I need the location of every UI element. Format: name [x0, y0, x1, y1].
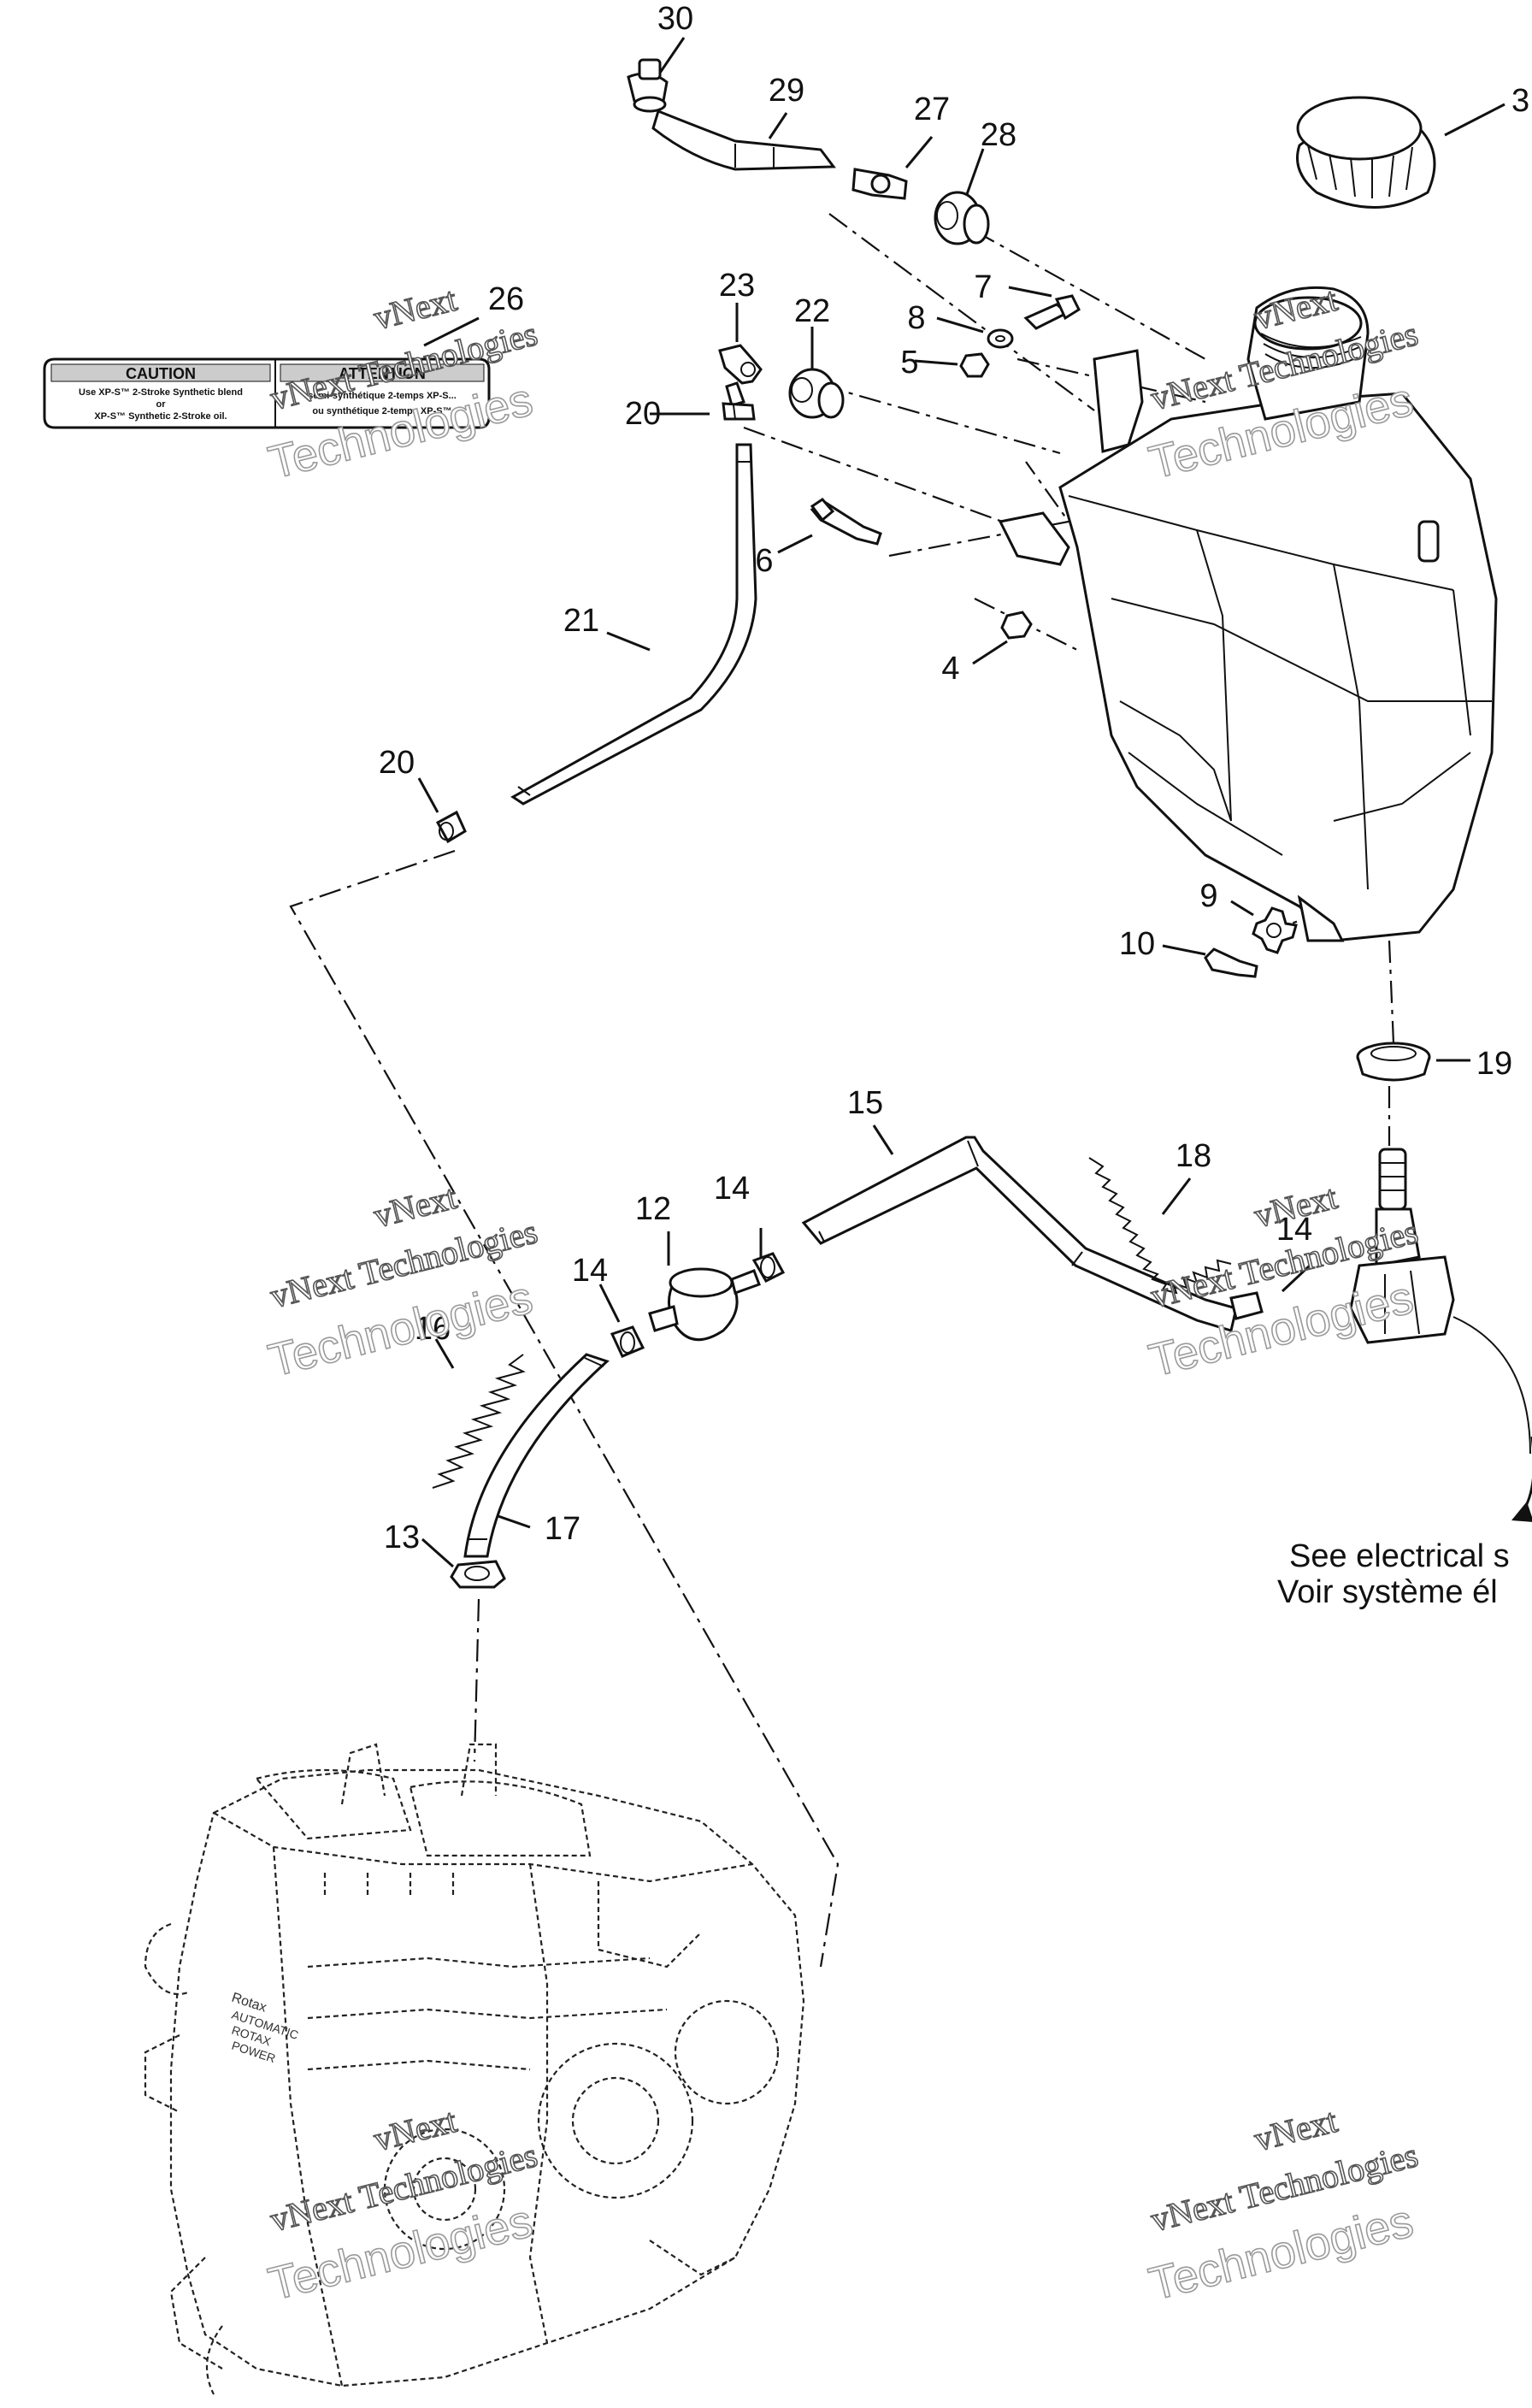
hose-part-21	[510, 443, 757, 806]
decal-right-line1: semi-synthétique 2-temps XP-S...	[308, 391, 457, 401]
filler-cap-part-3	[1296, 96, 1436, 209]
decal-left-line3: XP-S™ Synthetic 2-Stroke oil.	[94, 411, 227, 422]
callout-22: 22	[794, 293, 830, 329]
callout-14-middle: 14	[714, 1171, 750, 1207]
decal-right-title: ATTENTION	[339, 365, 426, 382]
electrical-note-line1: See electrical s	[1289, 1538, 1510, 1574]
clamp-part-14-middle	[751, 1252, 786, 1283]
engine-assembly: Rotax AUTOMATIC ROTAX POWER	[144, 1743, 805, 2395]
callout-20-lower: 20	[379, 745, 415, 781]
clamp-part-13	[450, 1560, 506, 1589]
oil-tank	[998, 286, 1498, 942]
watermark-3-brand: vNext	[370, 1177, 461, 1235]
callout-30: 30	[657, 1, 693, 37]
callout-23: 23	[719, 268, 755, 304]
clamp-part-14-right	[1229, 1291, 1264, 1320]
grommet-part-19	[1356, 1042, 1431, 1082]
watermark-5-brand: vNext	[370, 2101, 461, 2158]
check-valve-part-30	[627, 58, 669, 113]
callout-3: 3	[1511, 83, 1529, 119]
callout-16: 16	[415, 1311, 451, 1347]
callout-15: 15	[847, 1085, 883, 1121]
callout-6: 6	[755, 543, 773, 579]
hose-part-17	[463, 1353, 610, 1558]
elbow-fitting-part-23	[718, 344, 763, 407]
callout-26: 26	[488, 281, 524, 317]
clamp-part-20-upper	[722, 402, 756, 421]
decal-left-line2: or	[156, 399, 167, 410]
fitting-part-27	[851, 168, 908, 200]
callout-9: 9	[1199, 878, 1217, 914]
watermark-3: vNext vNext Technologies Technologies	[263, 1177, 542, 1387]
grommet-part-22	[788, 368, 845, 419]
hose-part-29	[651, 109, 836, 171]
callout-17: 17	[545, 1511, 580, 1547]
inline-filter-part-12	[648, 1267, 761, 1342]
callout-29: 29	[769, 73, 804, 109]
watermark-6-brand: vNext	[1251, 2101, 1341, 2158]
fasteners	[810, 294, 1298, 978]
spring-guard-part-18	[1088, 1157, 1232, 1295]
spring-guard-part-16	[432, 1354, 526, 1489]
watermark-5: vNext vNext Technologies Technologies	[263, 2100, 542, 2311]
callout-4: 4	[941, 651, 959, 687]
callout-12: 12	[635, 1191, 671, 1227]
callout-14-right: 14	[1276, 1212, 1312, 1248]
decal-right-line2: ou synthétique 2-temps XP-S™	[312, 406, 451, 416]
callout-28: 28	[981, 117, 1016, 153]
grommet-part-28	[934, 191, 990, 245]
callout-21: 21	[563, 603, 599, 639]
callout-27: 27	[914, 91, 950, 127]
oil-level-sensor	[1349, 1148, 1531, 1455]
callout-18: 18	[1176, 1138, 1211, 1174]
electrical-note: See electrical s Voir système él	[1277, 1538, 1510, 1610]
callout-10: 10	[1119, 926, 1155, 962]
callout-19: 19	[1476, 1046, 1512, 1082]
caution-decal-part-26: CAUTION ATTENTION Use XP-S™ 2-Stroke Syn…	[43, 357, 491, 429]
watermark-1-brand: vNext	[370, 280, 461, 337]
decal-left-line1: Use XP-S™ 2-Stroke Synthetic blend	[79, 387, 243, 398]
callout-14-left: 14	[572, 1253, 608, 1289]
callout-8: 8	[907, 300, 925, 336]
decal-left-title: CAUTION	[126, 365, 196, 382]
clamp-part-20-lower	[435, 810, 467, 844]
callout-labels: 30 29 27 28 3 26 23 22 7 8 5 20 6 21 4 2…	[379, 1, 1529, 1555]
callout-20-upper: 20	[625, 396, 661, 432]
callout-7: 7	[974, 269, 992, 305]
callout-13: 13	[384, 1520, 420, 1555]
watermark-6: vNext vNext Technologies Technologies	[1144, 2100, 1423, 2311]
electrical-note-line2: Voir système él	[1277, 1574, 1498, 1610]
electrical-reference-arrow	[1511, 1437, 1532, 1522]
callout-5: 5	[900, 345, 918, 381]
clamp-part-14-left	[610, 1325, 645, 1358]
